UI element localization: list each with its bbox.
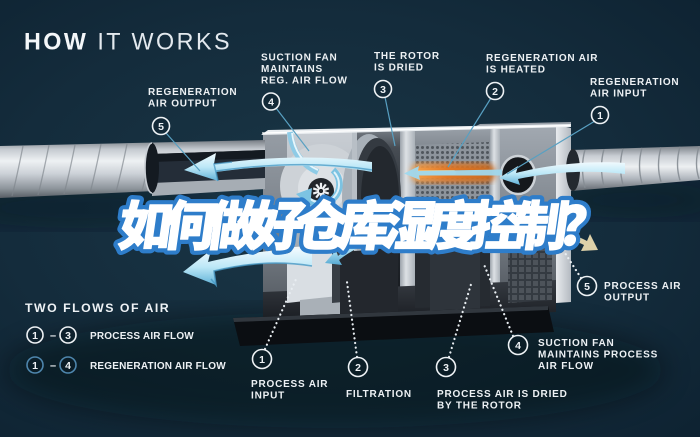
svg-text:5: 5 — [158, 121, 164, 133]
svg-text:PROCESS AIR FLOW: PROCESS AIR FLOW — [90, 331, 194, 342]
svg-text:1: 1 — [32, 360, 38, 372]
svg-text:1: 1 — [32, 330, 38, 342]
svg-text:–: – — [50, 360, 56, 372]
svg-text:3: 3 — [443, 362, 449, 374]
svg-text:2: 2 — [492, 86, 498, 98]
svg-text:2: 2 — [355, 362, 361, 374]
svg-text:–: – — [50, 330, 56, 342]
svg-text:REGENERATION AIR FLOW: REGENERATION AIR FLOW — [90, 361, 226, 372]
svg-text:3: 3 — [380, 84, 386, 96]
svg-text:5: 5 — [584, 281, 590, 293]
svg-text:3: 3 — [65, 330, 71, 342]
svg-text:TWO FLOWS OF AIR: TWO FLOWS OF AIR — [25, 301, 170, 315]
svg-text:FILTRATION: FILTRATION — [346, 389, 412, 400]
svg-text:HOW IT WORKS: HOW IT WORKS — [24, 28, 232, 56]
svg-text:4: 4 — [268, 96, 274, 108]
svg-text:1: 1 — [259, 354, 265, 366]
svg-text:4: 4 — [515, 340, 521, 352]
svg-text:4: 4 — [65, 360, 71, 372]
svg-text:1: 1 — [597, 110, 603, 122]
